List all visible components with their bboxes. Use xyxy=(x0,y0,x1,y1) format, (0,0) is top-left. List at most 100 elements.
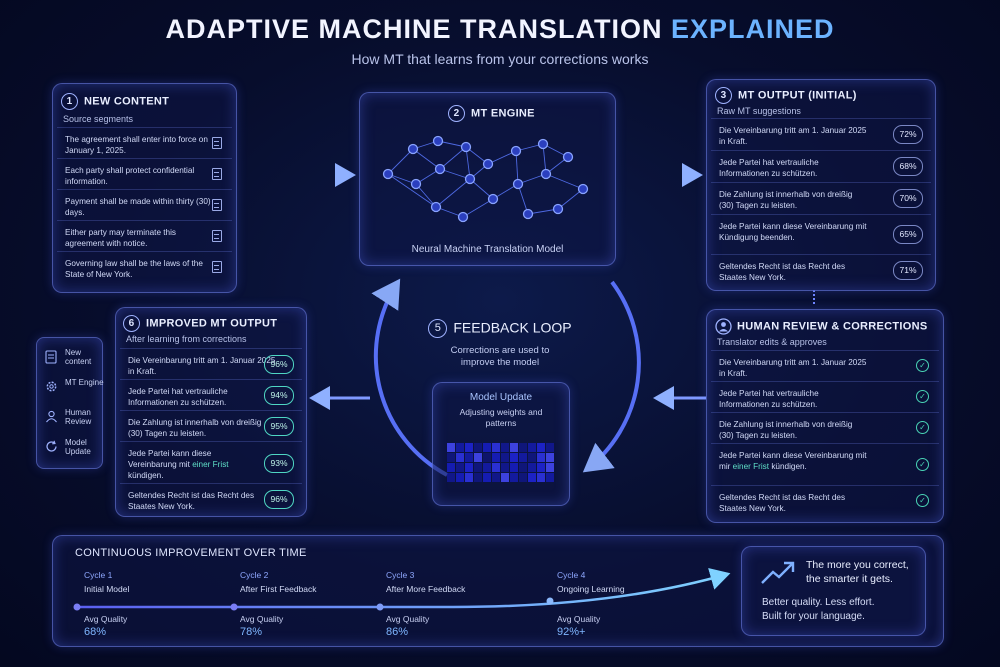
list-item: Payment shall be made within thirty (30)… xyxy=(57,189,232,221)
person-icon xyxy=(715,318,732,335)
cycle-item: Cycle 4 Ongoing Learning Avg Quality 92%… xyxy=(557,570,625,638)
list-item: Die Vereinbarung tritt am 1. Januar 2025… xyxy=(711,118,931,151)
document-icon xyxy=(212,230,222,242)
callout-panel: The more you correct, the smarter it get… xyxy=(741,546,926,636)
title-highlight: EXPLAINED xyxy=(670,14,835,44)
cycle-1-marker xyxy=(73,603,81,611)
cycle-item: Cycle 3 After More Feedback Avg Quality … xyxy=(386,570,466,638)
human-review-panel: HUMAN REVIEW & CORRECTIONS Translator ed… xyxy=(706,309,944,523)
step-number: 5 xyxy=(428,319,448,338)
engine-caption: Neural Machine Translation Model xyxy=(411,244,564,255)
callout-line-3: Better quality. Less effort. xyxy=(762,597,875,608)
heatmap-cell xyxy=(537,443,545,452)
cycle-item: Cycle 2 After First Feedback Avg Quality… xyxy=(240,570,317,638)
heatmap-cell xyxy=(474,463,482,472)
heatmap-cell xyxy=(474,473,482,482)
heatmap-cell xyxy=(465,443,473,452)
feedback-desc: Corrections are used to improve the mode… xyxy=(450,345,550,368)
heatmap-cell xyxy=(492,453,500,462)
list-item: Die Vereinbarung tritt am 1. Januar 2025… xyxy=(120,348,302,380)
improvement-timeline xyxy=(73,568,731,611)
cycle-2-marker xyxy=(230,603,238,611)
document-icon xyxy=(212,168,222,180)
list-item: Die Zahlung ist innerhalb von dreißig (3… xyxy=(120,410,302,442)
list-item: Governing law shall be the laws of the S… xyxy=(57,251,232,288)
heatmap-cell xyxy=(465,463,473,472)
heatmap-cell xyxy=(447,473,455,482)
gear-icon xyxy=(46,381,57,392)
step-number: 6 xyxy=(123,315,140,332)
check-icon: ✓ xyxy=(916,458,929,471)
heatmap-cell xyxy=(501,473,509,482)
list-item: Die Vereinbarung tritt am 1. Januar 2025… xyxy=(711,350,939,382)
panel-subtitle: After learning from corrections xyxy=(126,334,247,344)
confidence-badge: 68% xyxy=(893,157,923,176)
confidence-badge: 93% xyxy=(264,454,294,473)
callout-line-4: Built for your language. xyxy=(762,611,865,622)
heatmap-cell xyxy=(474,453,482,462)
document-icon xyxy=(212,261,222,273)
heatmap-cell xyxy=(456,443,464,452)
page-title: ADAPTIVE MACHINE TRANSLATION EXPLAINED xyxy=(0,14,1000,45)
confidence-badge: 96% xyxy=(264,355,294,374)
heatmap-cell xyxy=(510,473,518,482)
step-number: 3 xyxy=(715,87,732,104)
heatmap-cell xyxy=(483,463,491,472)
document-icon xyxy=(212,137,222,149)
heatmap-cell xyxy=(510,463,518,472)
cycle-4-marker xyxy=(546,597,554,605)
improvement-title: CONTINUOUS IMPROVEMENT OVER TIME xyxy=(75,547,307,559)
confidence-badge: 70% xyxy=(893,189,923,208)
panel-subtitle: Raw MT suggestions xyxy=(717,106,801,116)
loop-arc-left xyxy=(371,278,448,477)
list-item: Jede Partei kann diese Vereinbarung mit … xyxy=(711,443,939,486)
page-subtitle: How MT that learns from your corrections… xyxy=(351,51,649,67)
heatmap-cell xyxy=(537,453,545,462)
list-item: Die Zahlung ist innerhalb von dreißig (3… xyxy=(711,412,939,444)
heatmap-cell xyxy=(465,453,473,462)
heatmap-cell xyxy=(483,473,491,482)
panel-title: MT ENGINE xyxy=(471,107,535,120)
heatmap-cell xyxy=(519,473,527,482)
panel-title: HUMAN REVIEW & CORRECTIONS xyxy=(737,320,928,333)
heatmap-cell xyxy=(447,443,455,452)
heatmap-cell xyxy=(456,473,464,482)
model-update-desc: Adjusting weights and patterns xyxy=(459,407,543,428)
heatmap-cell xyxy=(519,443,527,452)
cycle-3-marker xyxy=(376,603,384,611)
check-icon: ✓ xyxy=(916,390,929,403)
weights-heatmap xyxy=(447,443,554,482)
check-icon: ✓ xyxy=(916,494,929,507)
heatmap-cell xyxy=(528,453,536,462)
confidence-badge: 96% xyxy=(264,490,294,509)
list-item: Jede Partei hat vertrauliche Information… xyxy=(711,150,931,183)
heatmap-cell xyxy=(519,453,527,462)
confidence-badge: 94% xyxy=(264,386,294,405)
confidence-badge: 65% xyxy=(893,225,923,244)
step-number: 1 xyxy=(61,93,78,110)
trend-up-icon xyxy=(761,561,795,584)
heatmap-cell xyxy=(483,453,491,462)
heatmap-cell xyxy=(510,443,518,452)
heatmap-cell xyxy=(483,443,491,452)
heatmap-cell xyxy=(501,453,509,462)
list-item: Jede Partei hat vertrauliche Information… xyxy=(711,381,939,413)
list-item: Jede Partei kann diese Vereinbarung mit … xyxy=(711,214,931,255)
confidence-badge: 95% xyxy=(264,417,294,436)
heatmap-cell xyxy=(492,463,500,472)
list-item: Geltendes Recht ist das Recht des Staate… xyxy=(120,483,302,514)
list-item: Geltendes Recht ist das Recht des Staate… xyxy=(711,485,939,519)
list-item: Die Zahlung ist innerhalb von dreißig (3… xyxy=(711,182,931,215)
document-icon xyxy=(212,199,222,211)
panel-subtitle: Source segments xyxy=(63,114,134,124)
confidence-badge: 72% xyxy=(893,125,923,144)
callout-line-2: the smarter it gets. xyxy=(806,573,893,585)
panel-title: IMPROVED MT OUTPUT xyxy=(146,317,278,330)
person-icon xyxy=(46,410,57,423)
heatmap-cell xyxy=(528,443,536,452)
list-item: Jede Partei kann diese Vereinbarung mit … xyxy=(120,441,302,484)
heatmap-cell xyxy=(456,463,464,472)
improved-output-panel: 6 IMPROVED MT OUTPUT After learning from … xyxy=(115,307,307,517)
